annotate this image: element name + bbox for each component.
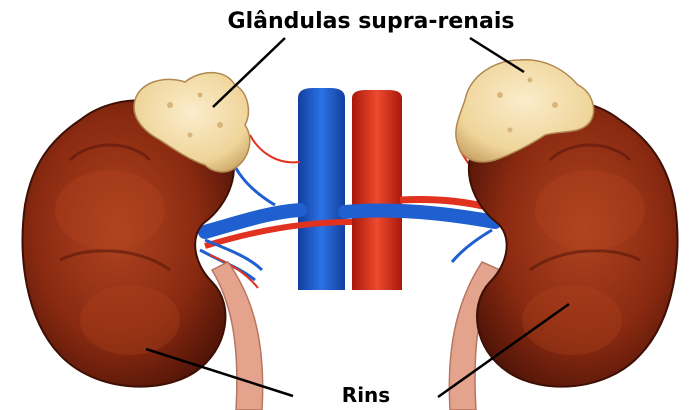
vena-cava — [298, 88, 345, 290]
aorta — [352, 90, 402, 290]
leader-line-left-adrenal — [213, 38, 285, 107]
label-kidneys: Rins — [342, 383, 390, 407]
label-adrenal-glands: Glândulas supra-renais — [228, 9, 515, 34]
